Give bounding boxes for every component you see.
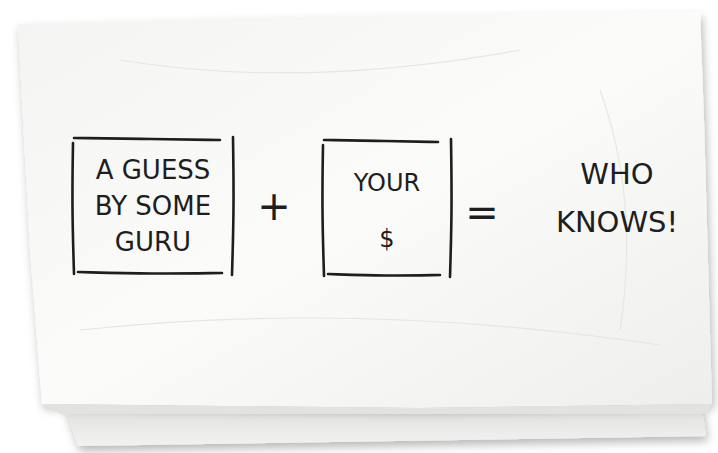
sketch-stroke [322, 145, 324, 276]
operator-sign: = [462, 188, 502, 236]
sketch-outline [322, 143, 452, 275]
sketch-stroke [450, 139, 452, 277]
sketch-stroke [232, 137, 234, 275]
sketch-box: A GUESS BY SOME GURU [72, 141, 234, 273]
sketch-stroke [78, 272, 222, 274]
box-text: YOUR $ [347, 155, 427, 267]
sketch-stroke [74, 138, 220, 140]
sketch-stroke [72, 143, 74, 274]
napkin-edge [42, 404, 712, 414]
box-text: A GUESS BY SOME GURU [83, 152, 223, 260]
operator-sign: + [254, 182, 294, 230]
sketch-stroke [328, 274, 440, 276]
sketch-box: YOUR $ [322, 143, 452, 275]
napkin-crease [80, 50, 660, 345]
result-text: WHO KNOWS! [542, 150, 692, 246]
napkin-sheet [18, 12, 712, 408]
sketch-stroke [324, 140, 438, 142]
